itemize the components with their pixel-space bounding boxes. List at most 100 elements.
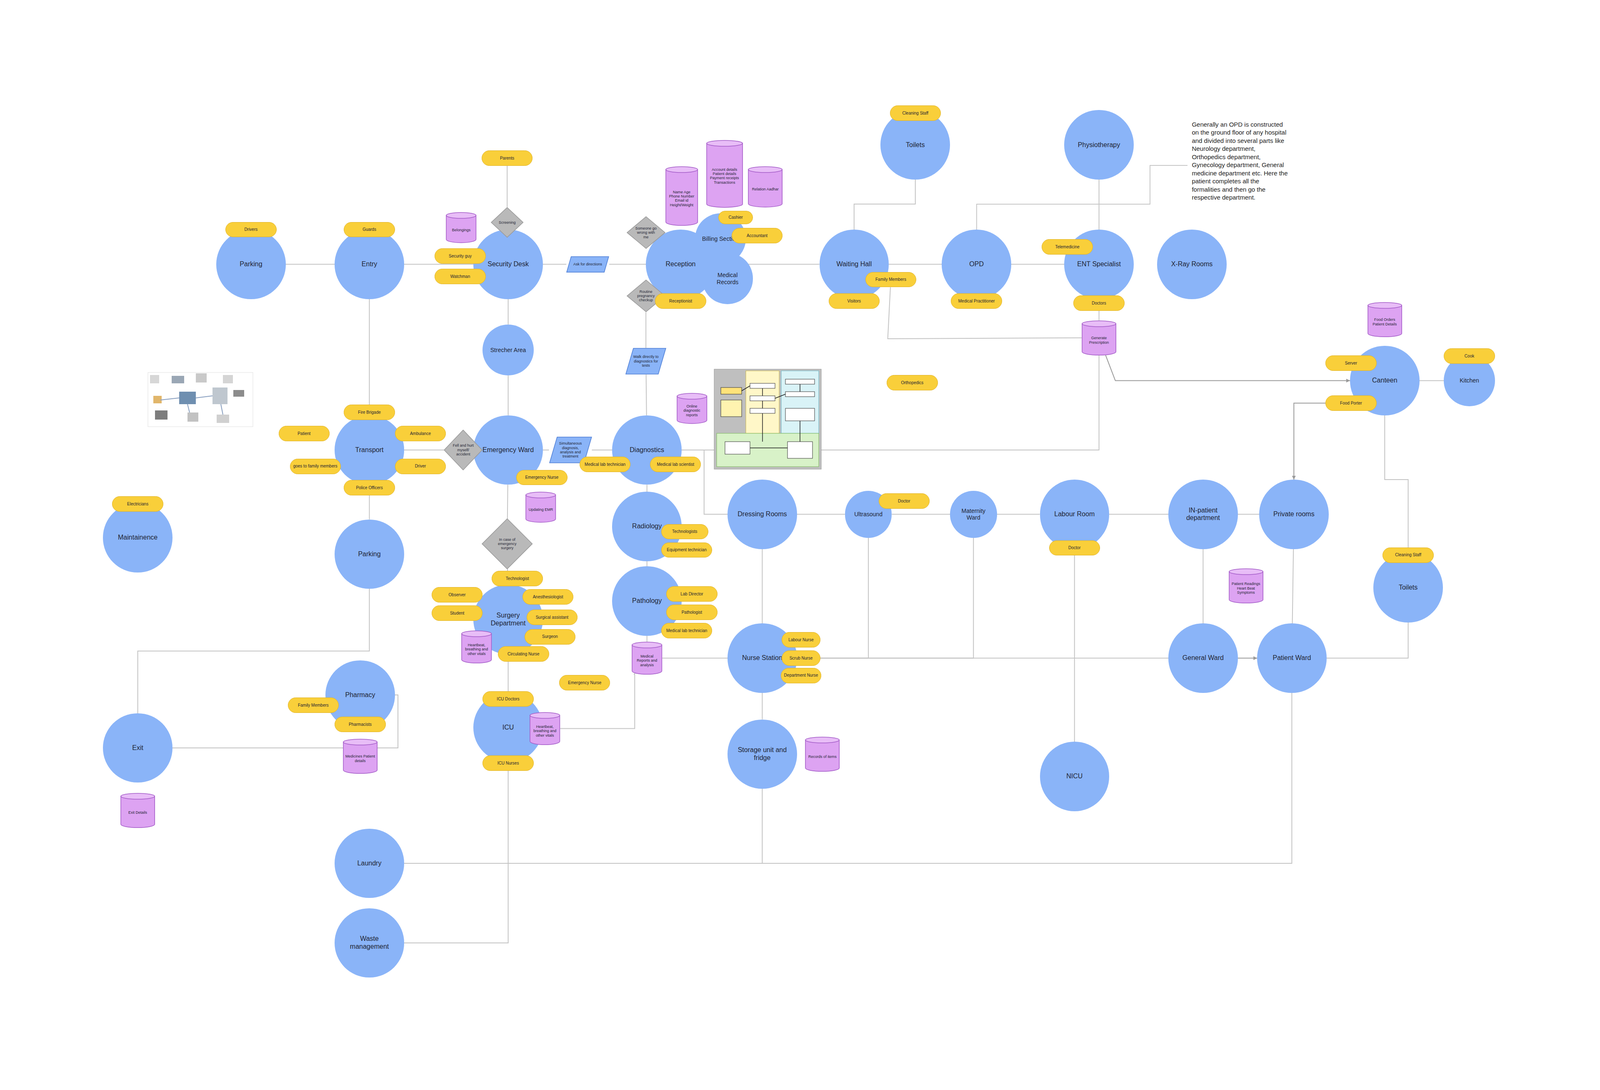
hospital-illustration [147, 372, 253, 427]
node-text: Police Officers [355, 485, 383, 491]
node-text: Entry [361, 260, 378, 268]
cylinder-body [706, 143, 743, 208]
node-text: Name Age Phone Number Email id Height/We… [667, 190, 696, 208]
node-text: Security guy [448, 253, 472, 259]
node-text: Technologists [672, 529, 698, 535]
node-text: Emergency Ward [482, 446, 534, 454]
connector [1292, 549, 1294, 624]
shape-outline [747, 166, 783, 208]
data-cylinder: Heartbeat, breathing and other vitals [461, 630, 492, 663]
shape-outline [525, 491, 556, 523]
node-text: Food Porter [1340, 400, 1363, 406]
node-text: Medicines Patient details [345, 754, 376, 763]
connector [1293, 402, 1326, 480]
role-pill: Medical lab technician [661, 622, 713, 639]
role-pill: Technologist [491, 570, 543, 587]
node-text: Food Orders Patient Details [1369, 317, 1400, 327]
role-pill: Guards [343, 222, 395, 238]
node-text: Maternity Ward [955, 507, 992, 521]
connector [662, 657, 728, 659]
room-circle: Dressing Rooms [727, 479, 798, 550]
connector [891, 513, 950, 515]
role-pill: Electricians [112, 496, 163, 512]
node-text: Transport [355, 446, 384, 454]
node-text: Parking [239, 260, 263, 268]
node-text: Dressing Rooms [737, 510, 787, 518]
connector [646, 635, 648, 643]
connector [888, 263, 942, 265]
data-cylinder: Exit Details [120, 792, 155, 828]
cylinder-body [446, 215, 476, 243]
node-text: Labour Room [1054, 510, 1095, 518]
diamond-shape [482, 518, 533, 569]
connector [1326, 622, 1409, 659]
node-text: Receptionist [669, 298, 693, 304]
decision-diamond: In case of emergency surgery [481, 518, 533, 570]
node-text: Visitors [847, 298, 861, 304]
connector [507, 484, 509, 519]
cylinder-body [343, 742, 378, 774]
node-text: Doctor [1068, 545, 1081, 551]
node-text: Pharmacy [345, 691, 375, 699]
connector [1105, 355, 1350, 381]
node-text: Updating EMR [528, 507, 554, 512]
decision-diamond: Fell and hurt myself/ accident [443, 429, 483, 471]
node-text: Storage unit and fridge [735, 746, 790, 762]
connector [404, 263, 474, 265]
room-circle: General Ward [1168, 623, 1238, 693]
node-text: Kitchen [1459, 377, 1480, 384]
node-text: Routine pregnancy checkup [635, 289, 657, 303]
connector [646, 561, 648, 567]
connector [1074, 549, 1075, 743]
node-text: Fell and hurt myself/ accident [452, 443, 475, 457]
role-pill: Technologists [661, 524, 709, 540]
role-pill: Surgeon [524, 629, 576, 645]
role-pill: Doctors [1073, 295, 1125, 311]
node-text: Cashier [728, 215, 743, 220]
decision-diamond: Screening [490, 207, 524, 238]
room-circle: Laundry [334, 828, 405, 899]
role-pill: Anesthesiologist [522, 589, 574, 605]
node-text: Canteen [1372, 376, 1398, 385]
room-circle: Toilets [1373, 552, 1443, 623]
connector [1011, 263, 1065, 265]
room-circle: Private rooms [1259, 479, 1329, 550]
cylinder-top [805, 737, 840, 743]
cylinder-body [120, 796, 155, 828]
role-pill: Cleaning Staff [1382, 547, 1434, 563]
role-pill: Parents [481, 150, 533, 166]
node-text: Fire Brigade [357, 410, 381, 415]
room-circle: Waste management [334, 908, 405, 978]
connector [646, 484, 648, 492]
node-text: Cleaning Staff [1395, 552, 1422, 558]
room-circle: Maternity Ward [950, 490, 998, 538]
connector [1384, 415, 1408, 554]
node-text: Laundry [357, 859, 382, 868]
node-text: Ask for directions [573, 262, 603, 267]
data-cylinder: Belongings [445, 212, 477, 243]
role-pill: Scrub Nurse [781, 650, 821, 666]
node-text: Someone go wrong with me [635, 226, 657, 240]
room-circle: Patient Ward [1257, 623, 1327, 693]
connector [542, 449, 550, 451]
node-text: Medical Practitioner [958, 298, 995, 304]
node-text: Ultrasound [854, 510, 883, 518]
node-text: Nurse Station [742, 654, 783, 662]
node-text: Accountant [746, 233, 768, 239]
role-pill: Emergency Nurse [559, 675, 610, 691]
connector [404, 788, 763, 864]
data-cylinder: Patient Readings Heart Beat Symptoms [1228, 568, 1264, 603]
role-pill: Telemedicine [1041, 239, 1093, 255]
cylinder-body [632, 645, 662, 675]
node-text: Pharmacists [348, 722, 372, 728]
role-pill: Observer [431, 587, 483, 603]
node-text: Online diagnostic reports [678, 404, 705, 418]
node-text: Server [1345, 360, 1358, 366]
node-text: Screening [498, 220, 516, 225]
connector [609, 263, 646, 265]
role-pill: Ambulance [395, 425, 446, 442]
cylinder-top [461, 630, 492, 637]
node-text: Equipment technician [666, 547, 707, 553]
node-text: Anesthesiologist [532, 594, 564, 600]
role-pill: Patient [278, 425, 330, 442]
